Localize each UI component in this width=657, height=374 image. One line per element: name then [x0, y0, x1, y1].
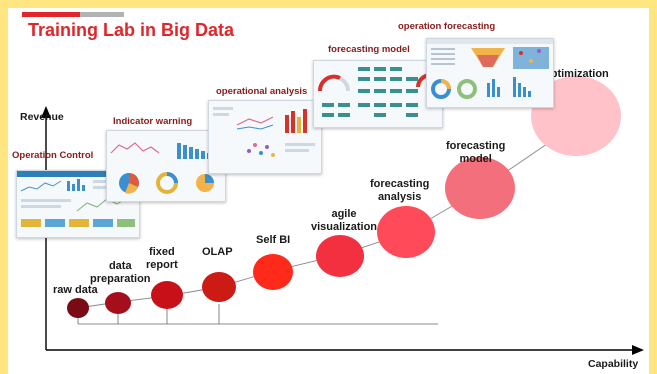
- panel-label-indicator-warning: Indicator warning: [113, 116, 193, 127]
- y-axis-arrow: [41, 106, 51, 118]
- dashboard-thumbnail-operation-forecasting: [426, 38, 554, 108]
- stage-bubble-agile-visualization: [316, 235, 364, 277]
- stage-label-forecasting-analysis: forecasting analysis: [370, 178, 430, 203]
- panel-label-operation-forecasting: operation forecasting: [398, 21, 496, 32]
- panel-label-forecasting-model: forecasting model: [328, 44, 410, 55]
- page-title: Training Lab in Big Data: [28, 20, 235, 40]
- dashboard-thumbnail-operational-analysis: [208, 100, 322, 174]
- stage-label-data-preparation: data preparation: [90, 260, 151, 285]
- stage-bubble-olap: [202, 272, 236, 302]
- panel-label-operation-control: Operation Control: [12, 150, 94, 161]
- header-gray-bar: [80, 12, 124, 17]
- stage-label-olap: OLAP: [202, 246, 233, 258]
- stage-bubble-forecasting-analysis: [377, 206, 435, 258]
- slide-canvas: Training Lab in Big Data: [8, 8, 649, 374]
- stage-label-fixed-report: fixed report: [146, 246, 178, 271]
- panel-label-operational-analysis: operational analysis: [216, 86, 308, 97]
- dashboard-thumbnail-indicator-warning: [106, 130, 226, 202]
- dashboard-thumbnail-forecasting-model: [313, 60, 443, 128]
- x-axis-label: Capability: [588, 358, 639, 370]
- stage-label-raw-data: raw data: [53, 284, 98, 296]
- drop-lines: [77, 304, 220, 324]
- y-axis-label: Revenue: [20, 111, 64, 123]
- stage-bubble-self-bi: [253, 254, 293, 290]
- stage-label-self-bi: Self BI: [256, 234, 291, 246]
- stage-bubble-forecasting-model: [445, 157, 515, 219]
- header-accent-bar: [22, 12, 80, 17]
- stage-label-agile-visualization: agile visualization: [311, 208, 378, 233]
- stage-bubble-raw-data: [67, 298, 89, 318]
- stage-label-forecasting-model: forecasting model: [446, 140, 506, 165]
- x-axis-arrow: [632, 345, 644, 355]
- stage-bubble-fixed-report: [151, 281, 183, 309]
- stage-bubble-data-preparation: [105, 292, 131, 314]
- stage-label-optimization: optimization: [544, 68, 609, 80]
